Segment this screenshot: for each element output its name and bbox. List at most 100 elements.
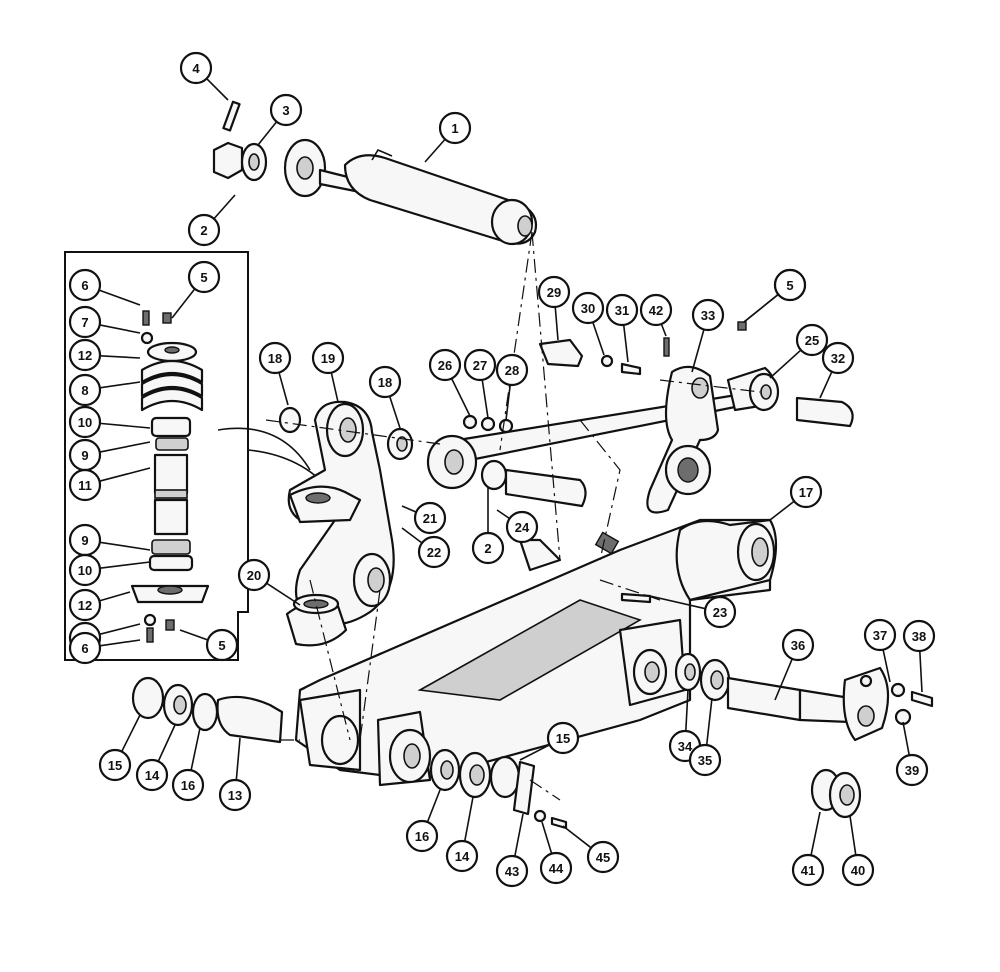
callout-circle — [205, 628, 239, 662]
leader-line — [99, 639, 141, 647]
callout-circle — [68, 468, 102, 502]
callouts: 1234565712810911910127651819182627282930… — [68, 51, 936, 888]
callout-label: 25 — [805, 333, 819, 348]
callout-label: 9 — [81, 533, 88, 548]
callout-label: 17 — [799, 485, 813, 500]
leader-line — [810, 811, 821, 856]
callout-circle — [68, 405, 102, 439]
callout-42: 42 — [639, 293, 673, 327]
leader-line — [206, 78, 229, 101]
callout-label: 44 — [549, 861, 564, 876]
callout-label: 15 — [108, 758, 122, 773]
callout-circle — [368, 365, 402, 399]
callout-label: 40 — [851, 863, 865, 878]
leader-line — [426, 789, 441, 823]
callout-circle — [135, 758, 169, 792]
leader-line — [505, 384, 512, 421]
callout-circle — [791, 853, 825, 887]
callout-circle — [311, 341, 345, 375]
leader-line — [98, 289, 141, 306]
callout-label: 38 — [912, 629, 926, 644]
castle-nut-washer — [212, 100, 268, 182]
callout-30: 30 — [571, 291, 605, 325]
callout-5: 5 — [773, 268, 807, 302]
assembly-centerlines — [265, 231, 761, 801]
callout-circle — [428, 348, 462, 382]
callout-6: 6 — [68, 268, 102, 302]
callout-label: 24 — [515, 520, 530, 535]
callout-16: 16 — [171, 768, 205, 802]
leader-line — [919, 650, 923, 693]
callout-1: 1 — [438, 111, 472, 145]
callout-18: 18 — [258, 341, 292, 375]
callout-circle — [68, 373, 102, 407]
callout-circle — [445, 839, 479, 873]
callout-label: 16 — [415, 829, 429, 844]
callout-26: 26 — [428, 348, 462, 382]
callout-20: 20 — [237, 558, 271, 592]
callout-label: 9 — [81, 448, 88, 463]
callout-circle — [586, 840, 620, 874]
callout-circle — [773, 268, 807, 302]
callout-7: 7 — [68, 305, 102, 339]
leader-line — [514, 813, 524, 857]
callout-35: 35 — [688, 743, 722, 777]
leader-line — [660, 323, 667, 337]
callout-label: 12 — [78, 598, 92, 613]
callout-circle — [179, 51, 213, 85]
callout-circle — [571, 291, 605, 325]
callout-28: 28 — [495, 353, 529, 387]
callout-14: 14 — [445, 839, 479, 873]
callout-22: 22 — [417, 535, 451, 569]
callout-label: 14 — [145, 768, 160, 783]
callout-21: 21 — [413, 501, 447, 535]
leader-line — [481, 379, 489, 419]
callout-19: 19 — [311, 341, 345, 375]
callout-label: 14 — [455, 849, 470, 864]
callout-circle — [495, 353, 529, 387]
callout-circle — [691, 298, 725, 332]
leader-line — [99, 541, 151, 551]
callout-label: 29 — [547, 285, 561, 300]
callout-circle — [795, 323, 829, 357]
tie-rod-assembly — [426, 321, 854, 514]
callout-label: 32 — [831, 351, 845, 366]
callout-38: 38 — [902, 619, 936, 653]
callout-label: 7 — [81, 315, 88, 330]
leader-line — [99, 623, 141, 636]
callout-circle — [605, 293, 639, 327]
hydraulic-cylinder — [283, 138, 538, 246]
callout-33: 33 — [691, 298, 725, 332]
leader-lines — [98, 78, 923, 857]
callout-44: 44 — [539, 851, 573, 885]
callout-6: 6 — [68, 631, 102, 665]
callout-16: 16 — [405, 819, 439, 853]
callout-circle — [413, 501, 447, 535]
leader-line — [401, 505, 417, 513]
callout-39: 39 — [895, 753, 929, 787]
callout-15: 15 — [546, 721, 580, 755]
callout-circle — [703, 595, 737, 629]
callout-label: 18 — [268, 351, 282, 366]
steering-knuckle — [278, 400, 414, 647]
callout-label: 8 — [81, 383, 88, 398]
callout-label: 2 — [484, 541, 491, 556]
callout-label: 2 — [200, 223, 207, 238]
callout-label: 19 — [321, 351, 335, 366]
callout-circle — [68, 588, 102, 622]
callout-circle — [218, 778, 252, 812]
leader-line — [902, 721, 911, 756]
callout-label: 3 — [282, 103, 289, 118]
callout-circle — [639, 293, 673, 327]
callout-32: 32 — [821, 341, 855, 375]
callout-2: 2 — [471, 531, 505, 565]
callout-circle — [505, 510, 539, 544]
leader-line — [401, 527, 423, 544]
callout-circle — [688, 743, 722, 777]
callout-31: 31 — [605, 293, 639, 327]
callout-45: 45 — [586, 840, 620, 874]
callout-label: 6 — [81, 641, 88, 656]
callout-label: 27 — [473, 358, 487, 373]
callout-15: 15 — [98, 748, 132, 782]
